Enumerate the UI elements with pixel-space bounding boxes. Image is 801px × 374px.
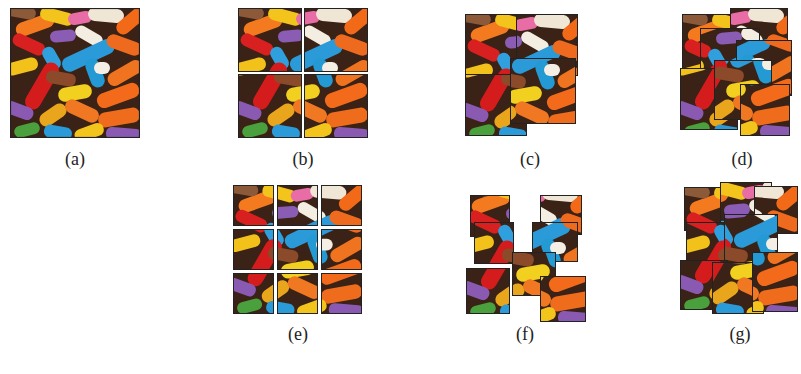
- panel-label: (d): [732, 150, 753, 168]
- panel-label: (b): [293, 150, 314, 168]
- panel-label: (e): [288, 325, 308, 343]
- panel-label: (a): [65, 150, 85, 168]
- panel-label: (g): [730, 325, 751, 343]
- panel-label: (f): [516, 325, 534, 343]
- panel-label: (c): [520, 150, 540, 168]
